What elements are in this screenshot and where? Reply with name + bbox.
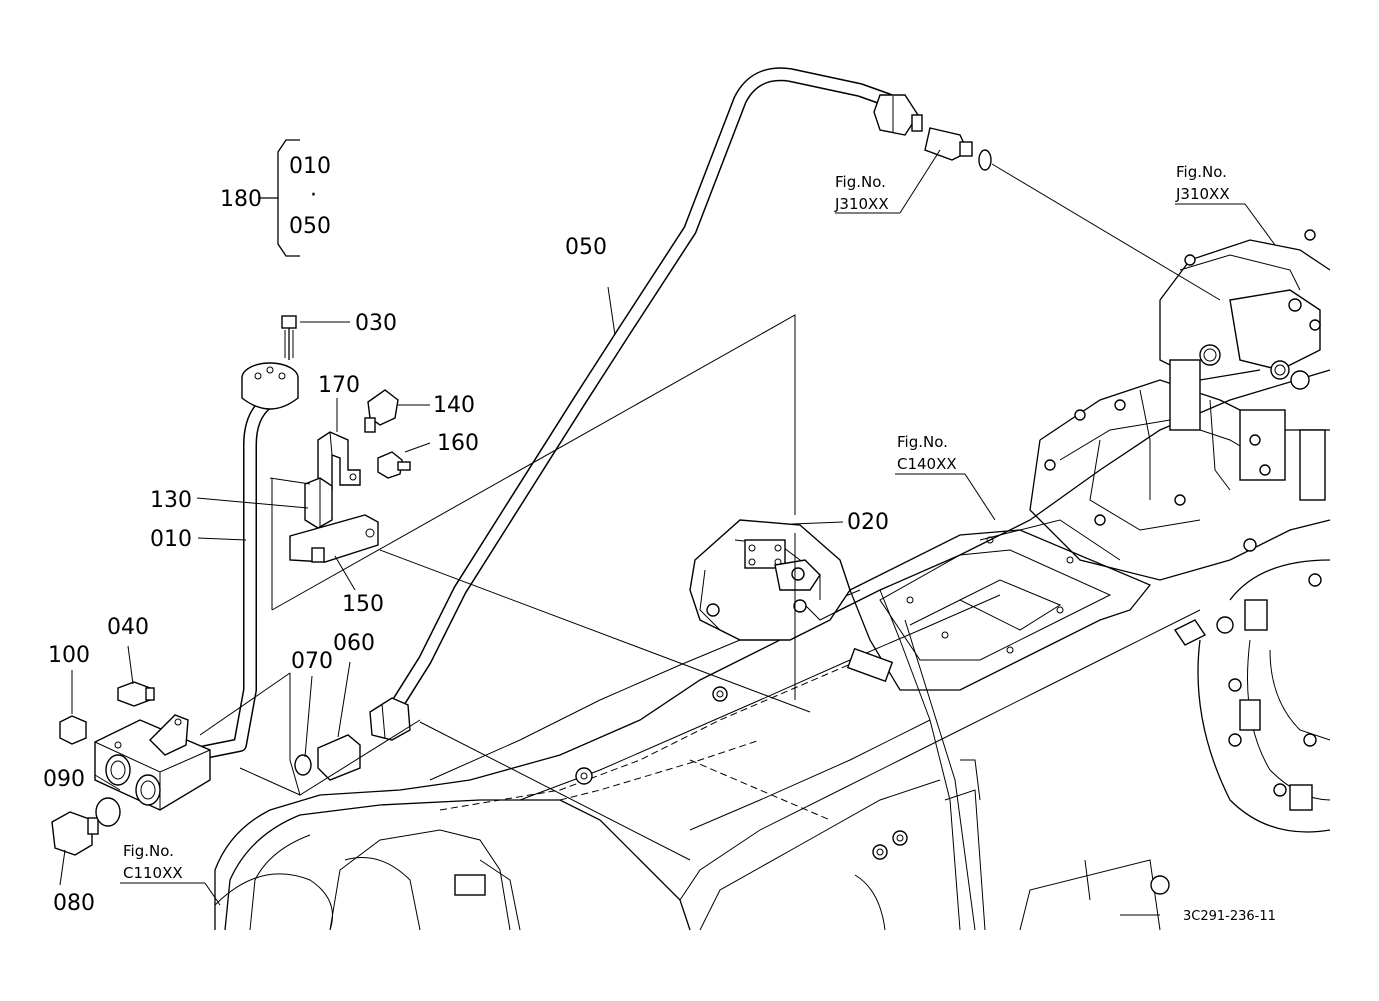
label-010: 010	[150, 527, 192, 552]
transmission-housing	[214, 369, 1331, 931]
label-070: 070	[291, 649, 333, 674]
assembly-bracket-180	[258, 139, 300, 257]
fig-ref-j310-left-code[interactable]: J310XX	[834, 195, 889, 213]
label-060: 060	[333, 631, 375, 656]
drawing-code: 3C291-236-11	[1183, 909, 1276, 924]
rear-housing	[1029, 229, 1331, 833]
label-100: 100	[48, 643, 90, 668]
label-050-set: 050	[289, 214, 331, 239]
valve-block	[51, 681, 361, 856]
part-labels: 180 010 · 050 030 170 140 160 130 010 15…	[43, 154, 889, 916]
fig-ref-c140-code[interactable]: C140XX	[897, 455, 957, 473]
fig-ref-c140-title[interactable]: Fig.No.	[897, 433, 948, 451]
leader-lines	[59, 149, 1276, 916]
top-cover-plate	[846, 519, 1152, 691]
figure-references: Fig.No. J310XX Fig.No. J310XX Fig.No. C1…	[123, 163, 1230, 882]
pipe-050	[369, 67, 992, 741]
set-dot: ·	[310, 183, 317, 208]
hydraulic-pump	[689, 519, 851, 641]
label-010-set: 010	[289, 154, 331, 179]
label-090: 090	[43, 767, 85, 792]
label-150: 150	[342, 592, 384, 617]
fig-ref-j310-right-title[interactable]: Fig.No.	[1176, 163, 1227, 181]
fig-ref-c110-title[interactable]: Fig.No.	[123, 842, 174, 860]
label-140: 140	[433, 393, 475, 418]
fig-ref-j310-left-title[interactable]: Fig.No.	[835, 173, 886, 191]
label-020: 020	[847, 510, 889, 535]
bracket-parts	[269, 315, 411, 563]
fig-ref-c110-code[interactable]: C110XX	[123, 864, 183, 882]
label-170: 170	[318, 373, 360, 398]
pipe-010	[198, 362, 299, 759]
fig-ref-j310-right-code[interactable]: J310XX	[1175, 185, 1230, 203]
label-130: 130	[150, 488, 192, 513]
label-030: 030	[355, 311, 397, 336]
label-040: 040	[107, 615, 149, 640]
label-080: 080	[53, 891, 95, 916]
label-160: 160	[437, 431, 479, 456]
label-180: 180	[220, 187, 262, 212]
label-050: 050	[565, 235, 607, 260]
